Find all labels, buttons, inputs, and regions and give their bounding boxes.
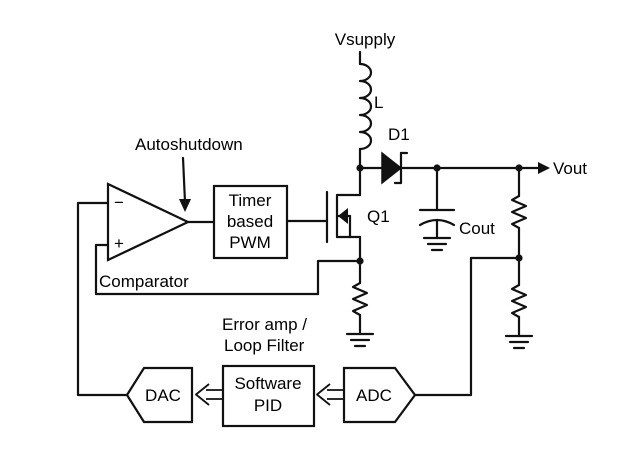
diode-label: D1: [388, 125, 410, 144]
dac-label: DAC: [145, 386, 181, 405]
autoshutdown-label: Autoshutdown: [135, 135, 243, 154]
diode-d1: [381, 151, 403, 185]
erroramp-label-1: Error amp /: [222, 315, 307, 334]
divider-resistor-top: [510, 194, 528, 230]
sense-ground-icon: [345, 332, 375, 348]
vout-arrow-icon: [538, 162, 550, 174]
bus-arrow-adc-to-pid: [316, 383, 344, 406]
autoshutdown-wire: [181, 156, 187, 204]
autoshutdown-arrow-icon: [179, 199, 191, 212]
vout-label: Vout: [553, 159, 587, 178]
dac-output-wire: [76, 201, 129, 397]
inductor-label: L: [374, 93, 383, 112]
bus-arrow-pid-to-dac: [195, 383, 223, 406]
pid-label-1: Software: [234, 374, 301, 393]
inductor-l: [358, 62, 373, 151]
adc-block: [342, 366, 417, 424]
sense-resistor: [351, 281, 369, 317]
divider-ground-icon: [504, 334, 534, 350]
comparator-plus: +: [114, 234, 124, 253]
dac-block: [125, 366, 194, 424]
comparator-minus: −: [114, 193, 124, 212]
erroramp-label-2: Loop Filter: [224, 336, 305, 355]
timer-label-3: PWM: [229, 233, 271, 252]
pid-label-2: PID: [254, 396, 282, 415]
cout-ground-icon: [422, 236, 452, 252]
q1-label: Q1: [367, 207, 390, 226]
mosfet-q1: [325, 190, 362, 244]
timer-label-1: Timer: [229, 191, 272, 210]
adc-input-wire: [413, 256, 521, 397]
timer-label-2: based: [227, 212, 273, 231]
divider-resistor-bottom: [510, 283, 528, 319]
software-pid-block: [221, 364, 316, 428]
cout-label: Cout: [459, 219, 495, 238]
current-sense-wire: [94, 243, 362, 296]
comparator-label: Comparator: [99, 272, 189, 291]
adc-label: ADC: [356, 386, 392, 405]
vsupply-label: Vsupply: [335, 30, 396, 49]
comparator-triangle: [106, 182, 191, 262]
